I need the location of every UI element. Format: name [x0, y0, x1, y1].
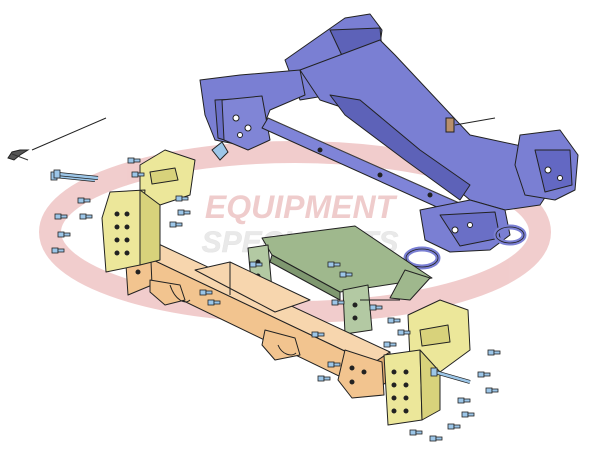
wire-harness: [7, 117, 107, 161]
bolt: [487, 349, 501, 356]
bolt: [54, 213, 68, 220]
left-mount-bracket: [101, 149, 196, 273]
bolt: [127, 157, 141, 164]
bolt: [327, 361, 341, 368]
bolt: [331, 299, 345, 306]
bolt: [207, 299, 221, 306]
long-bolt: [430, 367, 471, 384]
right-mount-bracket: [383, 299, 471, 426]
bolt: [477, 371, 491, 378]
bolt: [317, 375, 331, 382]
bolt: [387, 317, 401, 324]
bolt: [311, 331, 325, 338]
bolt: [51, 247, 65, 254]
long-bolt: [53, 169, 99, 180]
pin-bolt: [445, 117, 496, 133]
bolt: [77, 197, 91, 204]
bolt: [339, 271, 353, 278]
bolt: [199, 289, 213, 296]
wing-nut: [211, 141, 229, 161]
bolt: [249, 261, 263, 268]
bolt: [175, 195, 189, 202]
watermark-line-1: EQUIPMENT: [205, 189, 398, 225]
bolt: [369, 304, 383, 311]
bolt: [447, 423, 461, 430]
bolt: [327, 261, 341, 268]
bolt: [131, 171, 145, 178]
push-beam: [124, 237, 391, 399]
bolt: [485, 387, 499, 394]
bolt: [383, 341, 397, 348]
vehicle-frame: [199, 13, 579, 270]
bolt: [461, 411, 475, 418]
bolt: [429, 435, 443, 442]
hardware-bolts: [50, 157, 501, 442]
bolt: [169, 221, 183, 228]
bolt: [397, 329, 411, 336]
bolt: [177, 209, 191, 216]
bolt: [79, 213, 93, 220]
bolt: [409, 429, 423, 436]
bolt: [457, 397, 471, 404]
bolt: [57, 231, 71, 238]
